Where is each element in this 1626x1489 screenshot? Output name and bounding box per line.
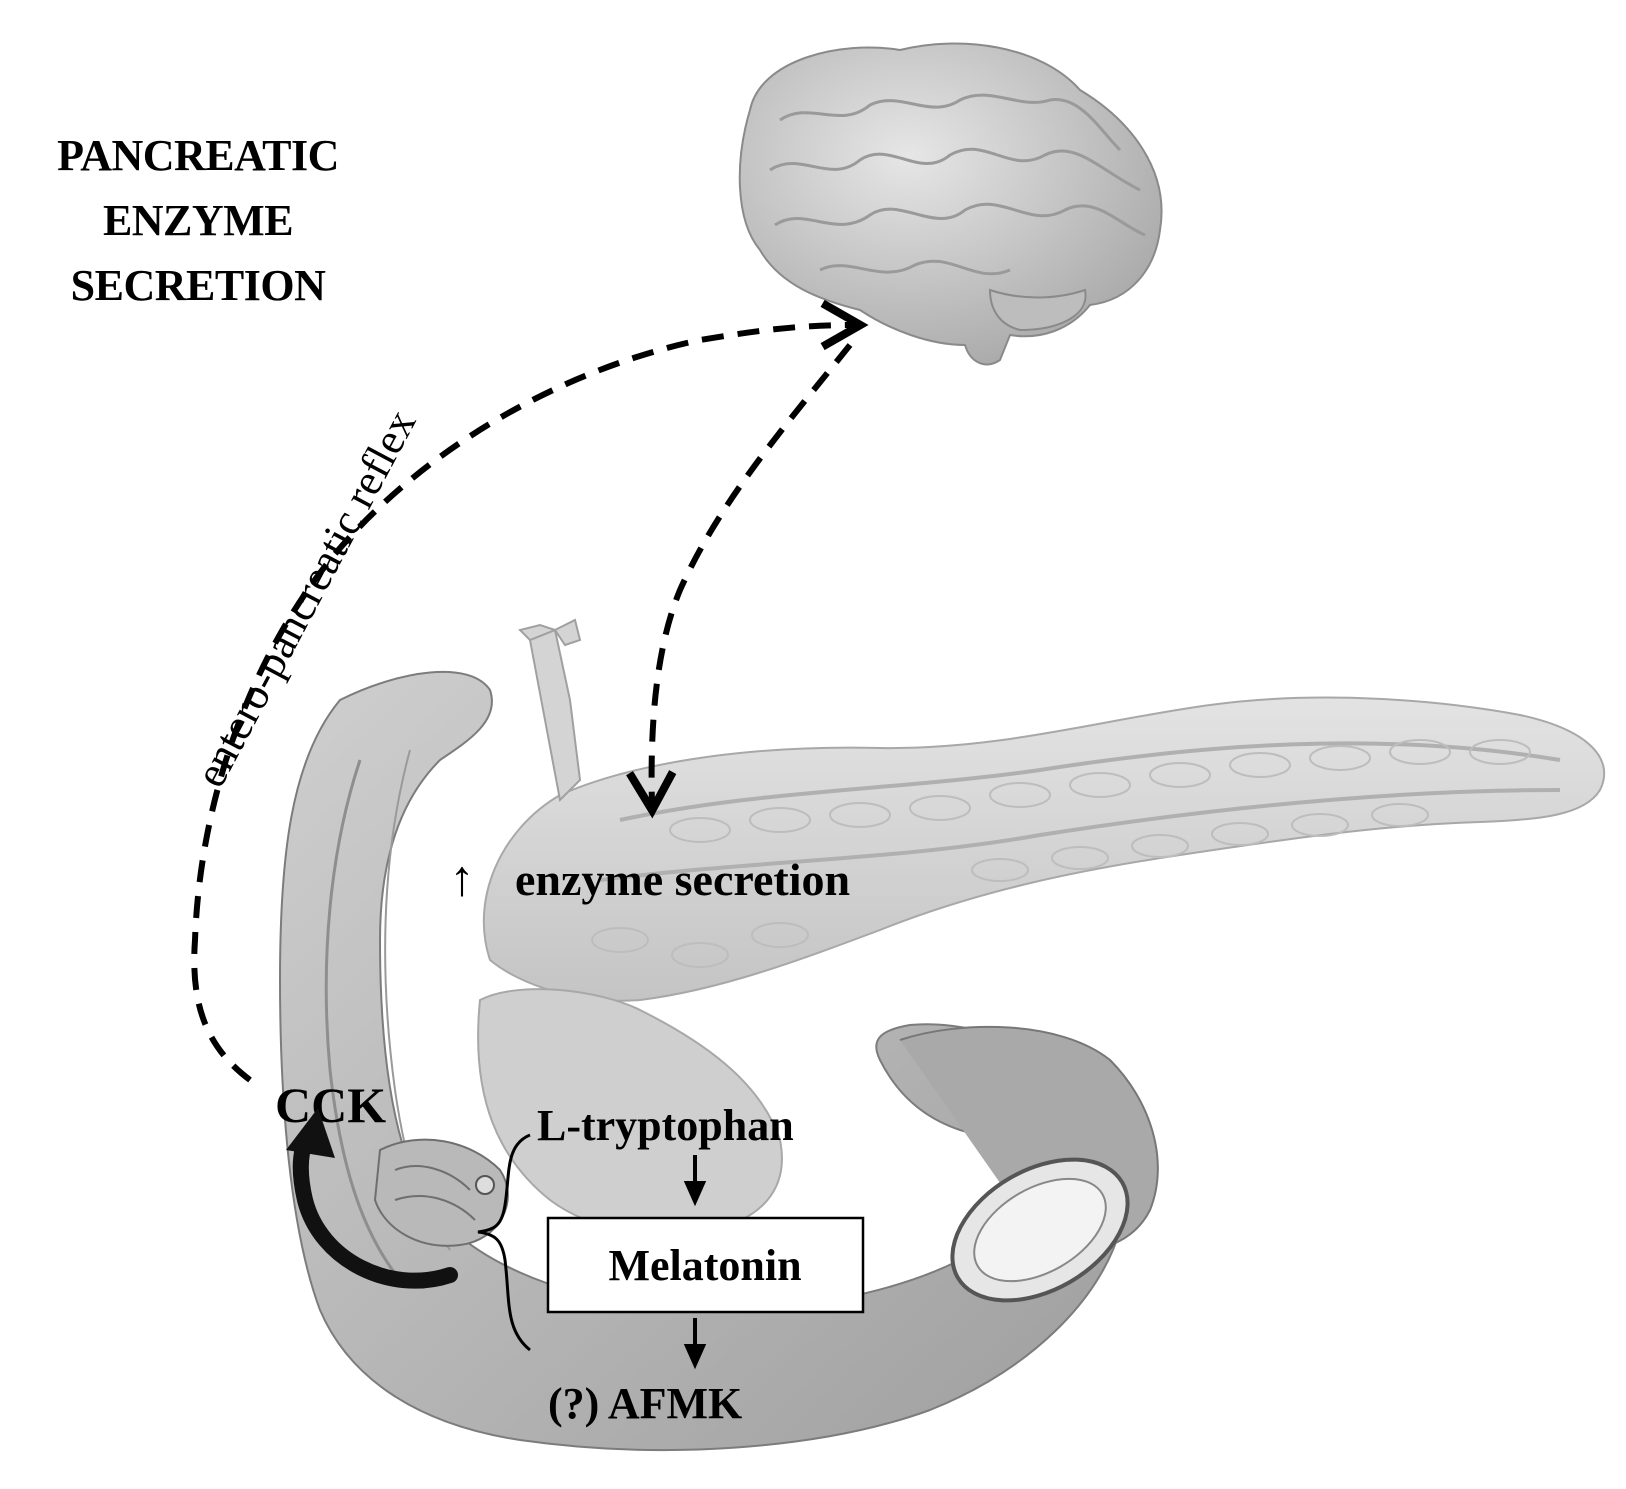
cck-release-arrow <box>292 1127 458 1289</box>
duodenum-illustration <box>278 670 1159 1451</box>
title-line: PANCREATIC <box>57 131 339 180</box>
title-line: SECRETION <box>71 261 326 310</box>
pancreas-illustration <box>477 618 1606 1235</box>
pathway-bracket <box>477 1133 531 1352</box>
l-tryptophan-label: L-tryptophan <box>537 1101 794 1150</box>
brain-to-pancreas-arrow <box>626 343 853 819</box>
melatonin-box <box>546 1216 865 1314</box>
cck-release-arrowhead <box>286 1108 335 1158</box>
title-line: ENZYME <box>103 196 293 245</box>
brain-illustration <box>738 42 1163 366</box>
enzyme-increase-arrow: ↑ <box>450 850 475 906</box>
melatonin-label: Melatonin <box>608 1241 801 1290</box>
entero-pancreatic-reflex-arrow <box>191 299 869 1083</box>
cck-label: CCK <box>275 1077 386 1133</box>
enzyme-secretion-label: enzyme secretion <box>515 854 850 905</box>
title: PANCREATIC ENZYME SECRETION <box>57 131 339 310</box>
afmk-label: (?) AFMK <box>548 1379 742 1428</box>
